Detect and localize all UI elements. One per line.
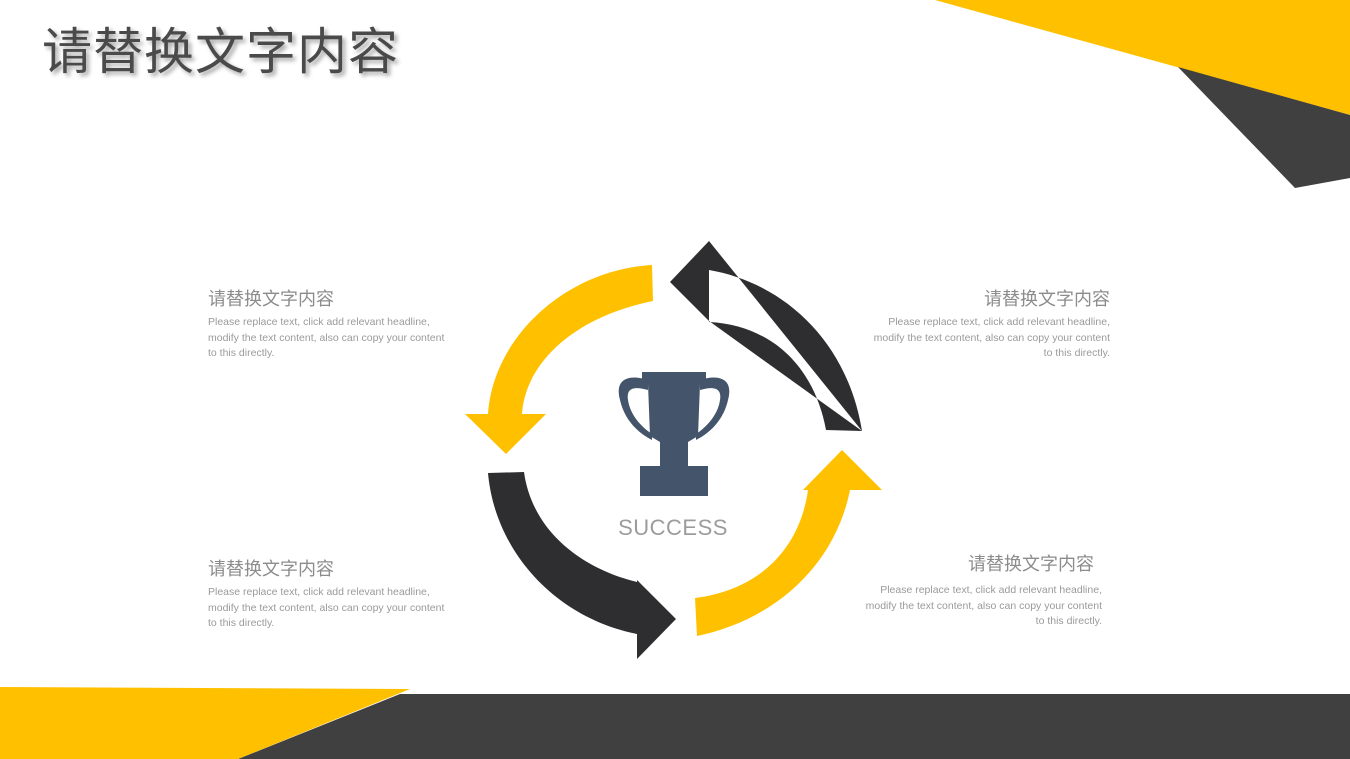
text-block-heading: 请替换文字内容 (968, 554, 1094, 575)
text-block-heading: 请替换文字内容 (208, 289, 334, 310)
cycle-arrow-bottom-left (488, 472, 676, 659)
text-block-body: Please replace text, click add relevant … (208, 586, 445, 629)
text-block-body: Please replace text, click add relevant … (865, 584, 1102, 627)
bottom-left-yellow-shape (0, 687, 410, 759)
text-block-heading: 请替换文字内容 (984, 289, 1110, 310)
cycle-arrow-bottom-right (695, 450, 882, 636)
bottom-dark-band (238, 694, 1350, 759)
trophy-icon (618, 372, 730, 496)
text-block-bottom-left: 请替换文字内容 Please replace text, click add r… (208, 555, 448, 632)
text-block-body: Please replace text, click add relevant … (208, 316, 445, 359)
text-block-heading: 请替换文字内容 (208, 559, 334, 580)
cycle-arrow-top-left (465, 265, 653, 454)
text-block-top-right: 请替换文字内容 Please replace text, click add r… (870, 285, 1110, 362)
cycle-diagram (465, 241, 882, 659)
success-label: SUCCESS (618, 515, 728, 540)
text-block-bottom-right: 请替换文字内容 Please replace text, click add r… (862, 550, 1102, 630)
slide-title: 请替换文字内容 (42, 23, 399, 81)
text-block-body: Please replace text, click add relevant … (873, 316, 1110, 359)
text-block-top-left: 请替换文字内容 Please replace text, click add r… (208, 285, 448, 362)
top-right-dark-shape (1178, 67, 1350, 188)
